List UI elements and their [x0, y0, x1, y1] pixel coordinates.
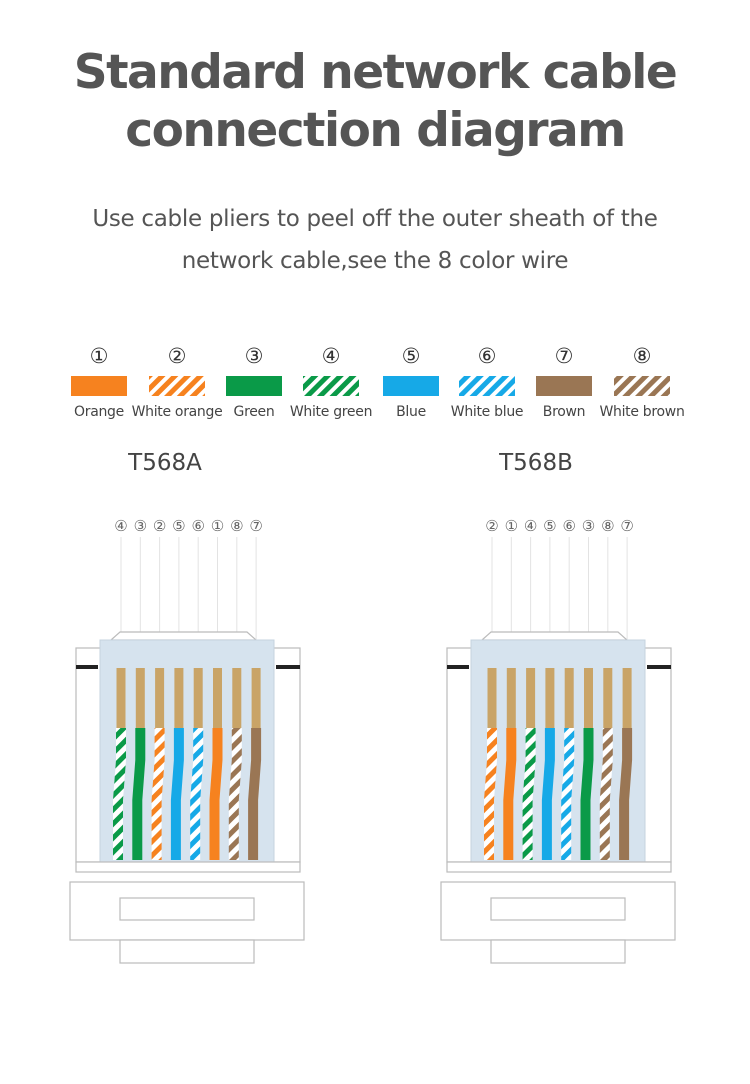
- pin-number: ⑧: [230, 517, 244, 535]
- legend-swatch: [383, 376, 439, 396]
- legend-label: Brown: [542, 404, 586, 420]
- rj45-connector: [69, 537, 305, 964]
- gold-contact: [155, 668, 165, 728]
- legend-label: White brown: [599, 404, 685, 420]
- legend-label: Blue: [396, 404, 426, 420]
- housing-notch-right: [276, 665, 300, 669]
- legend-number: ④: [321, 344, 341, 368]
- gold-contact: [506, 668, 516, 728]
- gold-contact: [213, 668, 222, 728]
- housing-notch-left: [447, 665, 469, 669]
- housing-lip: [75, 861, 301, 873]
- pin-number: ②: [152, 517, 167, 535]
- wire: [484, 728, 497, 860]
- cable-stub: [119, 939, 255, 964]
- housing-notch-right: [647, 665, 671, 669]
- pin-number: ④: [523, 517, 538, 535]
- legend-label: White blue: [450, 404, 524, 420]
- inner-panel: [470, 639, 646, 863]
- gold-contact: [564, 668, 574, 728]
- pin-number: ②: [485, 517, 499, 535]
- legend-label: White orange: [131, 404, 223, 420]
- pin-number: ③: [133, 517, 148, 535]
- legend-number: ⑤: [401, 344, 421, 368]
- wire: [209, 728, 223, 860]
- pin-number: ①: [504, 517, 519, 535]
- boot-window: [490, 897, 626, 921]
- legend-swatch-striped: [459, 376, 515, 396]
- wire: [503, 728, 517, 860]
- pin-number: ⑤: [543, 517, 557, 535]
- wire: [599, 728, 613, 860]
- legend-swatch-striped: [303, 376, 359, 396]
- title-line-2: connection diagram: [125, 103, 626, 158]
- wire: [113, 728, 126, 860]
- gold-contact: [251, 668, 261, 728]
- standard-label: T568B: [499, 450, 573, 476]
- wire: [580, 728, 594, 860]
- legend-number: ②: [167, 344, 187, 368]
- gold-contact: [487, 668, 497, 728]
- wire: [522, 728, 536, 860]
- rj45-connector: [440, 537, 676, 964]
- legend-swatch-striped: [614, 376, 670, 396]
- pin-number: ④: [114, 517, 128, 535]
- boot-window: [119, 897, 255, 921]
- standard-label: T568A: [128, 450, 202, 476]
- wire: [190, 728, 204, 860]
- wire: [151, 728, 165, 860]
- legend-number: ⑧: [632, 344, 652, 368]
- legend-number: ①: [89, 344, 109, 368]
- gold-contact: [232, 668, 242, 728]
- connector-body: [440, 537, 676, 964]
- housing-top: [480, 631, 629, 641]
- wire: [248, 728, 262, 860]
- wire: [541, 728, 555, 860]
- pin-number: ①: [210, 517, 225, 535]
- wire: [619, 728, 633, 860]
- housing-lip: [446, 861, 672, 873]
- gold-contact: [526, 668, 536, 728]
- legend-label: White green: [289, 404, 373, 420]
- gold-contact: [193, 668, 203, 728]
- gold-contact: [584, 668, 593, 728]
- legend-swatch: [71, 376, 127, 396]
- housing-top: [109, 631, 258, 641]
- subtitle-line-2: network cable,see the 8 color wire: [181, 248, 569, 274]
- housing-notch-left: [76, 665, 98, 669]
- title-line-1: Standard network cable: [73, 45, 678, 100]
- legend-label: Green: [233, 404, 275, 420]
- legend-swatches: [71, 376, 670, 396]
- inner-panel: [99, 639, 275, 863]
- wire: [170, 728, 184, 860]
- gold-contact: [135, 668, 145, 728]
- gold-contact: [622, 668, 632, 728]
- pin-number: ③: [581, 517, 596, 535]
- wire: [228, 728, 242, 860]
- legend-number: ⑥: [477, 344, 497, 368]
- subtitle-line-1: Use cable pliers to peel off the outer s…: [92, 206, 658, 232]
- legend-swatch-striped: [149, 376, 205, 396]
- legend-label: Orange: [74, 404, 124, 420]
- legend-swatch: [536, 376, 592, 396]
- wire: [132, 728, 146, 860]
- legend-swatch: [226, 376, 282, 396]
- pin-number: ⑧: [601, 517, 615, 535]
- wire: [561, 728, 575, 860]
- legend-number: ③: [244, 344, 264, 368]
- connector-body: [69, 537, 305, 964]
- pin-number: ⑥: [562, 517, 576, 535]
- cable-stub: [490, 939, 626, 964]
- gold-contact: [174, 668, 184, 728]
- page-title: Standard network cable connection diagra…: [0, 44, 750, 160]
- legend-number: ⑦: [554, 344, 574, 368]
- gold-contact: [603, 668, 613, 728]
- pin-number: ⑥: [191, 517, 205, 535]
- pin-number: ⑤: [172, 517, 186, 535]
- pin-number: ⑦: [249, 517, 263, 535]
- pin-number: ⑦: [620, 517, 634, 535]
- page-subtitle: Use cable pliers to peel off the outer s…: [0, 198, 750, 282]
- gold-contact: [116, 668, 126, 728]
- gold-contact: [545, 668, 555, 728]
